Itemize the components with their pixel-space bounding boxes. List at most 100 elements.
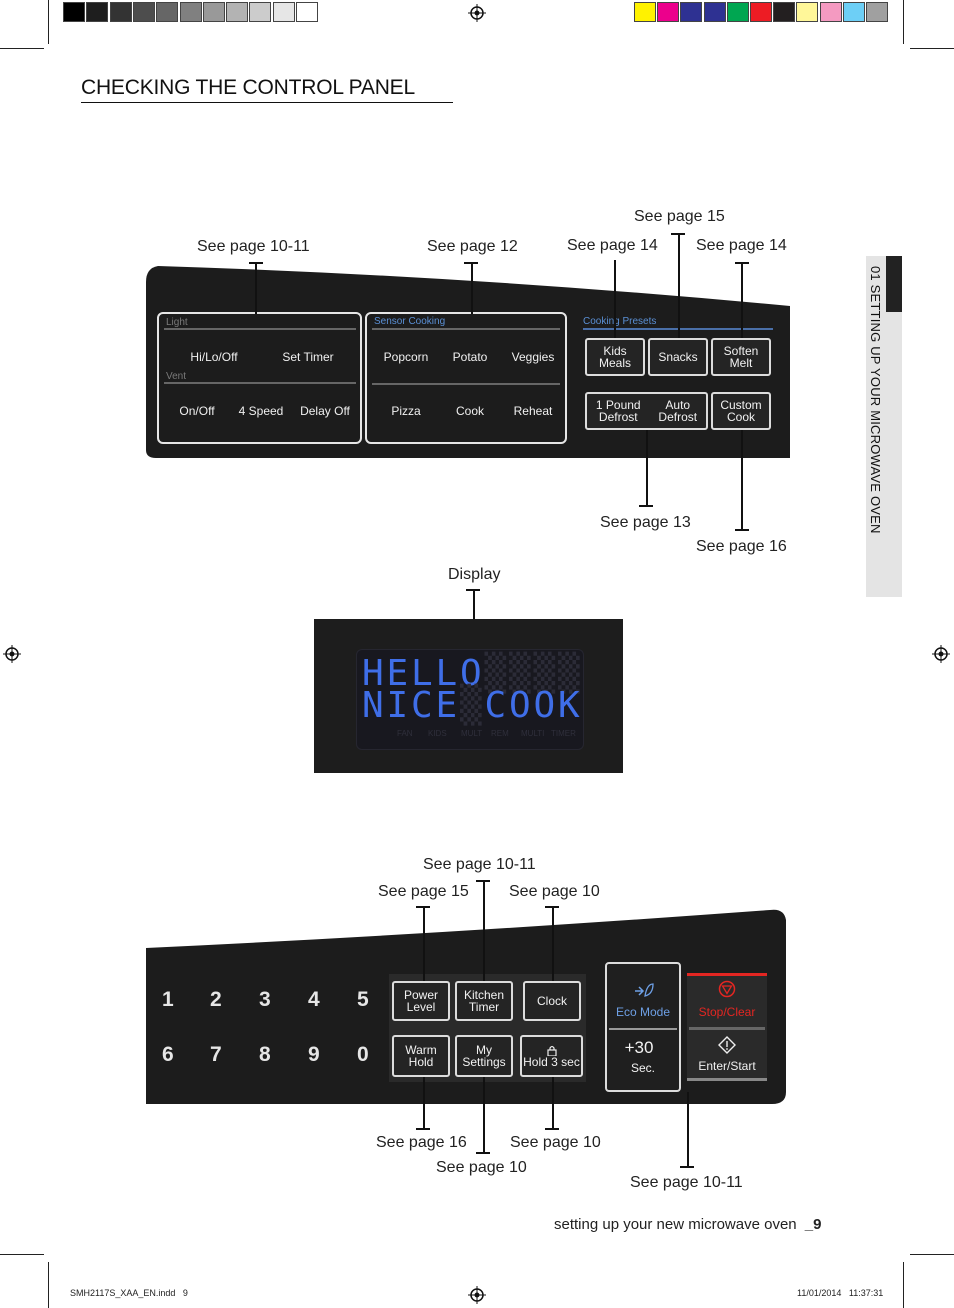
vent-divider (164, 382, 356, 384)
callout-line (483, 1077, 485, 1153)
lcd-char-off: ▒ (558, 653, 580, 694)
digit-2-button[interactable]: 2 (210, 988, 222, 1011)
gray-swatch (156, 2, 179, 22)
callout-line (741, 262, 743, 338)
gray-swatch (132, 2, 155, 22)
process-swatch (634, 2, 656, 22)
callout-line (423, 1077, 425, 1129)
crop-mark (910, 48, 954, 49)
soften-melt-line2: Melt (729, 356, 753, 370)
vent-4-speed-button[interactable]: 4 Speed (238, 404, 284, 418)
digit-0-button[interactable]: 0 (357, 1043, 369, 1066)
digit-5-button[interactable]: 5 (357, 988, 369, 1011)
slug-date: 11/01/2014 11:37:31 (797, 1288, 884, 1298)
gray-swatch (249, 2, 272, 22)
eco-mode-button[interactable]: Eco Mode +30 Sec. (605, 962, 681, 1092)
child-lock-button[interactable]: Hold 3 sec (520, 1035, 583, 1077)
kids-meals-button[interactable]: Kids Meals (585, 338, 645, 376)
stop-clear-label: Stop/Clear (698, 1005, 756, 1019)
lcd-screen (356, 649, 584, 750)
auto-defrost-label: Auto Defrost (658, 399, 697, 423)
eco-leaf-icon (635, 983, 654, 997)
digit-1-button[interactable]: 1 (162, 988, 174, 1011)
eco-mode-label: Eco Mode (615, 1005, 671, 1019)
start-icon (718, 1036, 736, 1054)
power-level-line1: Power (403, 988, 438, 1002)
potato-button[interactable]: Potato (452, 350, 488, 364)
lcd-char: O (533, 685, 556, 726)
callout-line (552, 1077, 554, 1129)
side-tab (866, 256, 902, 597)
callout-kids: See page 14 (567, 237, 658, 254)
process-swatch (726, 2, 749, 22)
digit-3-button[interactable]: 3 (259, 988, 271, 1011)
defrost-button-group[interactable]: 1 Pound Defrost Auto Defrost (585, 392, 708, 430)
cook-button[interactable]: Cook (455, 404, 484, 418)
process-swatch (680, 2, 703, 22)
process-swatch (866, 2, 888, 22)
cooking-presets-label: Cooking Presets (583, 316, 657, 327)
gray-swatch (202, 2, 225, 22)
callout-clock: See page 10 (509, 883, 600, 900)
vent-on-off-button[interactable]: On/Off (179, 404, 215, 418)
callout-sensor: See page 12 (427, 238, 518, 255)
digit-7-button[interactable]: 7 (210, 1043, 222, 1066)
stop-clear-button[interactable]: Stop/Clear (687, 976, 767, 1026)
enter-bottom-bar (687, 1078, 767, 1081)
my-settings-line2: Settings (462, 1055, 506, 1069)
soften-melt-button[interactable]: Soften Melt (711, 338, 771, 376)
light-divider (164, 328, 356, 330)
digit-9-button[interactable]: 9 (308, 1043, 320, 1066)
callout-kitchen-timer: See page 10-11 (423, 856, 536, 873)
lcd-indicator: TIMER (551, 729, 576, 738)
process-swatch (703, 2, 726, 22)
lcd-char: E (386, 653, 409, 694)
callout-hold: See page 10 (510, 1134, 601, 1151)
callout-line (473, 589, 475, 621)
lcd-indicator: FAN (397, 729, 413, 738)
delay-off-button[interactable]: Delay Off (300, 404, 350, 418)
vent-label: Vent (166, 371, 187, 382)
registration-mark-icon (932, 645, 950, 663)
enter-start-button[interactable]: Enter/Start (687, 1031, 767, 1079)
callout-cap (639, 505, 653, 507)
side-tab-marker (886, 256, 902, 312)
callout-line (741, 430, 743, 530)
callout-snacks: See page 15 (634, 208, 725, 225)
lcd-char-off: ▒ (533, 653, 556, 694)
my-settings-button[interactable]: My Settings (455, 1035, 513, 1077)
clock-button[interactable]: Clock (523, 981, 581, 1021)
callout-display: Display (448, 566, 501, 583)
callout-eco: See page 10-11 (630, 1174, 743, 1191)
title-underline (81, 102, 453, 103)
callout-line (483, 880, 485, 981)
warm-hold-button[interactable]: Warm Hold (392, 1035, 450, 1077)
gray-swatch (226, 2, 249, 22)
gray-swatch (86, 2, 109, 22)
slug-file-name: SMH2117S_XAA_EN.indd 9 (70, 1288, 188, 1298)
digit-8-button[interactable]: 8 (259, 1043, 271, 1066)
auto-defrost-line2: Defrost (658, 410, 698, 424)
process-swatch (796, 2, 819, 22)
callout-cap (680, 1166, 694, 1168)
reheat-button[interactable]: Reheat (513, 404, 553, 418)
set-timer-button[interactable]: Set Timer (282, 350, 334, 364)
callout-power: See page 15 (378, 883, 469, 900)
pizza-button[interactable]: Pizza (391, 404, 421, 418)
gray-swatch (296, 2, 318, 22)
lcd-indicator: MULTI (521, 729, 545, 738)
hi-lo-off-button[interactable]: Hi/Lo/Off (190, 350, 238, 364)
veggies-button[interactable]: Veggies (511, 350, 555, 364)
kitchen-timer-button[interactable]: Kitchen Timer (455, 981, 513, 1021)
lcd-indicator: REM (491, 729, 509, 738)
custom-cook-button[interactable]: Custom Cook (711, 392, 771, 430)
callout-line (614, 260, 616, 338)
digit-4-button[interactable]: 4 (308, 988, 320, 1011)
callout-my-settings: See page 10 (436, 1159, 527, 1176)
my-settings-line1: My (476, 1043, 492, 1057)
pound-defrost-label: 1 Pound Defrost (596, 399, 641, 423)
popcorn-button[interactable]: Popcorn (383, 350, 429, 364)
snacks-button[interactable]: Snacks (648, 338, 708, 376)
digit-6-button[interactable]: 6 (162, 1043, 174, 1066)
power-level-button[interactable]: Power Level (392, 981, 450, 1021)
